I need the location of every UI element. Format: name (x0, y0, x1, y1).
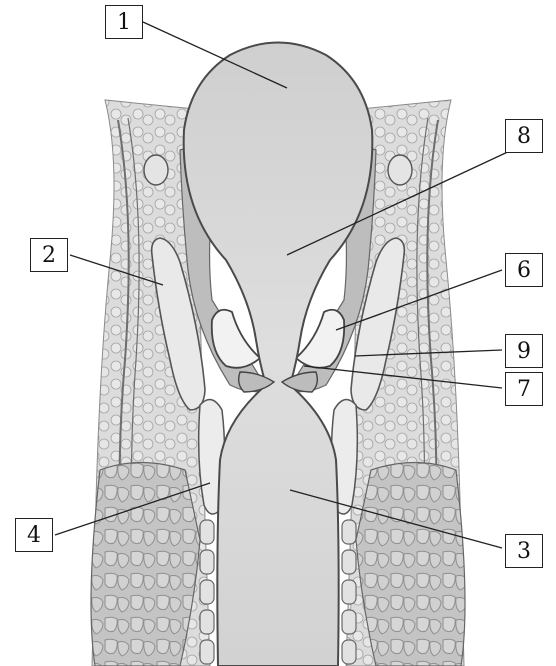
label-1: 1 (105, 5, 143, 39)
lower-gland-left (91, 463, 200, 666)
label-2: 2 (30, 238, 68, 272)
label-7: 7 (505, 372, 543, 406)
upper-nodule-left (144, 155, 168, 185)
label-8: 8 (505, 119, 543, 153)
label-3: 3 (505, 534, 543, 568)
tracheal-rings-right (342, 520, 356, 664)
upper-nodule-right (388, 155, 412, 185)
label-9: 9 (505, 334, 543, 368)
label-6: 6 (505, 253, 543, 287)
lower-gland-right (356, 463, 465, 666)
tracheal-rings-left (200, 520, 214, 664)
label-4: 4 (15, 518, 53, 552)
